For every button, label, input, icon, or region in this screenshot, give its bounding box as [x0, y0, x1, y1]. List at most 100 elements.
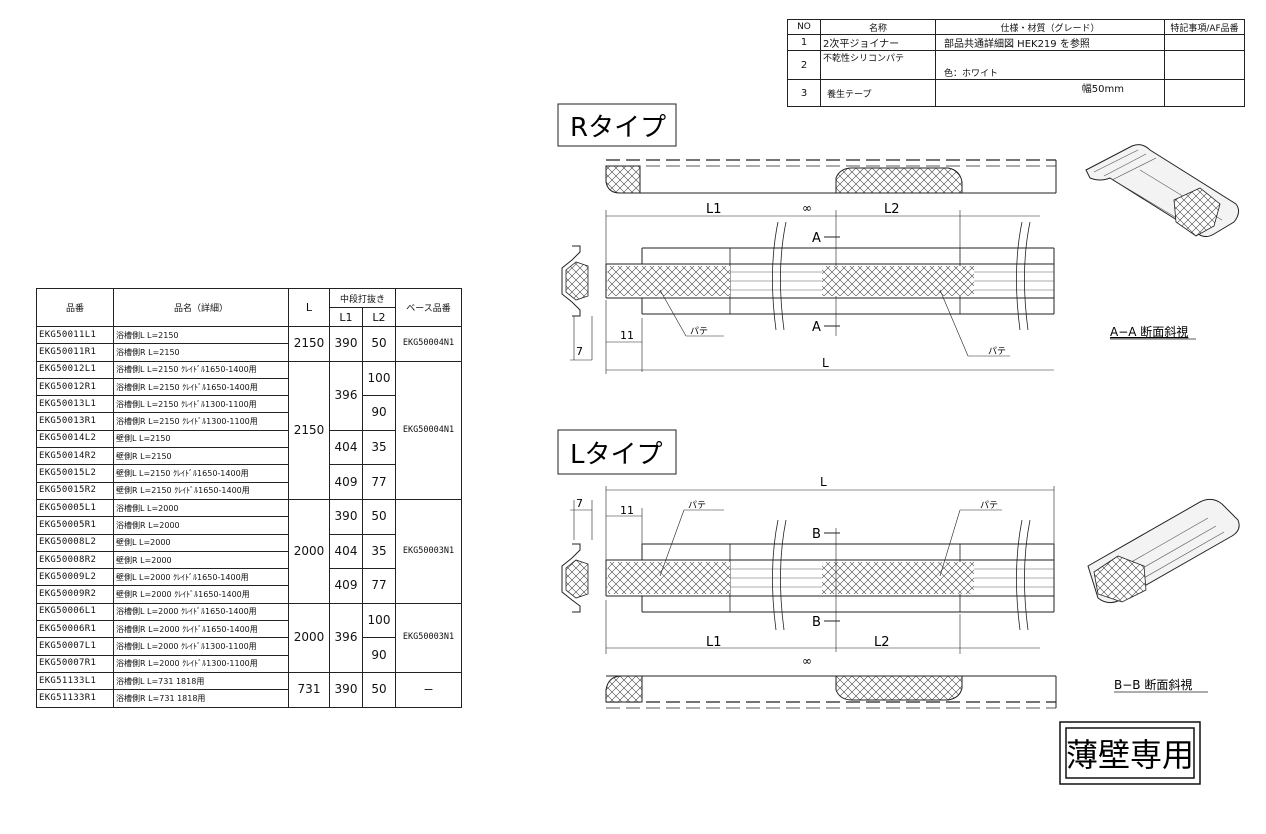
r-dim-L1: L1 [706, 202, 722, 217]
header-name: 品名（詳細） [113, 288, 289, 327]
r-type-title-box [557, 103, 677, 147]
part-code: EKG51133R1 [36, 689, 114, 708]
r-type-group: Rタイプ L1 ∞ L2 [557, 103, 1240, 374]
cell-L1: 409 [329, 464, 363, 500]
l-section-b-bottom: B [812, 615, 821, 630]
spec-no: 2 [787, 50, 821, 80]
l-putty-label-2: パテ [980, 500, 998, 511]
l-dim-L: L [820, 475, 827, 489]
cell-L2: 35 [362, 533, 396, 570]
spec-note [1164, 79, 1245, 107]
r-dim-11: 11 [620, 329, 634, 342]
table-row: EKG50006L1 浴槽側L L=2000 ｸﾚｲﾄﾞﾙ1650-1400用 … [36, 602, 462, 673]
aa-section-label: A−A 断面斜視 [1110, 324, 1188, 339]
l-type-title: Lタイプ [570, 440, 663, 470]
table-row: EKG50013L1 浴槽側L L=2150 ｸﾚｲﾄﾞﾙ1300-1100用 … [36, 395, 462, 431]
header-base: ベース品番 [395, 288, 462, 327]
parts-table: 品番 品名（詳細） L 中段打抜き ベース品番 L1 L2 EKG50011L1… [36, 288, 462, 708]
cell-base: — [395, 671, 462, 708]
cell-L2: 90 [362, 395, 396, 431]
bb-section-label: B−B 断面斜視 [1114, 677, 1192, 692]
part-name: 浴槽側R L=2000 ｸﾚｲﾄﾞﾙ1650-1400用 [113, 620, 289, 639]
r-plan-view [605, 221, 1055, 331]
r-end-section: 7 [561, 245, 593, 361]
parts-header-row: 品番 品名（詳細） L 中段打抜き ベース品番 [36, 288, 462, 327]
spec-row: 2 不乾性シリコンパテ 色：ホワイト [787, 50, 1245, 80]
spec-spec: 幅50mm [935, 79, 1165, 107]
table-row: EKG50009L2 壁側L L=2000 ｸﾚｲﾄﾞﾙ1650-1400用 4… [36, 568, 462, 604]
header-L1: L1 [329, 307, 363, 327]
l-putty-label-1: パテ [688, 500, 706, 511]
cell-L1: 390 [329, 671, 363, 708]
table-row: EKG50012R1 浴槽側R L=2150 ｸﾚｲﾄﾞﾙ1650-1400用 [36, 377, 462, 397]
table-row: EKG51133L1 浴槽側L L=731 1818用 731 390 50 — [36, 671, 462, 708]
thin-wall-stamp: 薄壁専用 [1059, 721, 1201, 785]
l-type-group: Lタイプ L 11 [557, 429, 1240, 709]
spec-name: 不乾性シリコンパテ [820, 50, 936, 80]
cell-L2: 50 [362, 671, 396, 708]
r-section-a-top: A [812, 231, 821, 246]
l-dim-inf: ∞ [802, 654, 812, 668]
l-end-section: 7 [561, 497, 593, 613]
r-putty-label-2: パテ [988, 346, 1006, 357]
header-L2: L2 [362, 307, 396, 327]
table-row: EKG50008L2 壁側L L=2000 404 35 [36, 533, 462, 570]
table-row: EKG50009R2 壁側R L=2000 ｸﾚｲﾄﾞﾙ1650-1400用 [36, 585, 462, 604]
table-row: EKG50011R1 浴槽側R L=2150 [36, 343, 462, 362]
r-putty-label-1: パテ [690, 326, 708, 337]
l-plan-view [605, 519, 1055, 631]
cell-L1: 396 [329, 602, 363, 673]
spec-name: 養生テープ [820, 79, 936, 107]
table-row: EKG50008R2 壁側R L=2000 [36, 550, 462, 570]
r-section-a-bottom: A [812, 320, 821, 335]
l-dim-11: 11 [620, 504, 634, 517]
cell-L2: 100 [362, 602, 396, 639]
table-row: EKG50006R1 浴槽側R L=2000 ｸﾚｲﾄﾞﾙ1650-1400用 [36, 620, 462, 639]
part-name: 浴槽側R L=731 1818用 [113, 689, 289, 708]
r-dim-L2: L2 [884, 202, 900, 217]
stamp-text: 薄壁専用 [1066, 736, 1194, 774]
cell-L: 2150 [288, 360, 330, 500]
cell-L2: 50 [362, 498, 396, 535]
table-row: EKG50015R2 壁側R L=2150 ｸﾚｲﾄﾞﾙ1650-1400用 [36, 481, 462, 500]
header-code: 品番 [36, 288, 114, 327]
cell-L2: 77 [362, 568, 396, 604]
cell-L2: 100 [362, 360, 396, 397]
l-dim-L2: L2 [874, 635, 890, 650]
cell-base: EKG50004N1 [395, 360, 462, 500]
bb-perspective-view: B−B 断面斜視 [1087, 498, 1240, 693]
parts-subheader-row: L1 L2 [37, 307, 462, 327]
table-row: EKG50005L1 浴槽側L L=2000 2000 390 50 EKG50… [36, 498, 462, 604]
aa-perspective-view: A−A 断面斜視 [1085, 144, 1240, 340]
spec-spec: 色：ホワイト [935, 50, 1165, 80]
r-side-profile [605, 159, 1057, 194]
table-row: EKG50007L1 浴槽側L L=2000 ｸﾚｲﾄﾞﾙ1300-1100用 … [36, 637, 462, 673]
cell-base: EKG50004N1 [395, 326, 462, 362]
spec-header-row: NO 名称 仕様・材質（グレード） 特記事項/AF品番 [787, 19, 1245, 35]
cell-L: 2150 [288, 326, 330, 362]
cell-L2: 90 [362, 637, 396, 673]
cell-L: 731 [288, 671, 330, 708]
r-dim-7: 7 [576, 345, 583, 358]
r-dim-L: L [822, 356, 829, 370]
cell-L1: 390 [329, 498, 363, 535]
header-L: L [288, 288, 330, 327]
cell-L1: 404 [329, 533, 363, 570]
l-dim-L1: L1 [706, 635, 722, 650]
table-row: EKG51133R1 浴槽側R L=731 1818用 [36, 689, 462, 708]
spec-table: NO 名称 仕様・材質（グレード） 特記事項/AF品番 1 2次平ジョイナー 部… [787, 19, 1245, 107]
table-row: EKG50011L1 浴槽側L L=2150 2150 390 50 EKG50… [36, 325, 462, 362]
cell-base: EKG50003N1 [395, 602, 462, 673]
l-type-title-box [557, 429, 677, 475]
spec-row: 3 養生テープ 幅50mm [787, 79, 1245, 107]
l-section-b-top: B [812, 527, 821, 542]
cell-L2: 35 [362, 429, 396, 466]
cell-L1: 390 [329, 326, 363, 362]
cell-base: EKG50003N1 [395, 498, 462, 604]
r-dim-inf: ∞ [802, 201, 812, 215]
spec-no: 3 [787, 79, 821, 107]
cell-L1: 404 [329, 429, 363, 466]
r-type-title: Rタイプ [570, 113, 666, 143]
cell-L: 2000 [288, 602, 330, 673]
